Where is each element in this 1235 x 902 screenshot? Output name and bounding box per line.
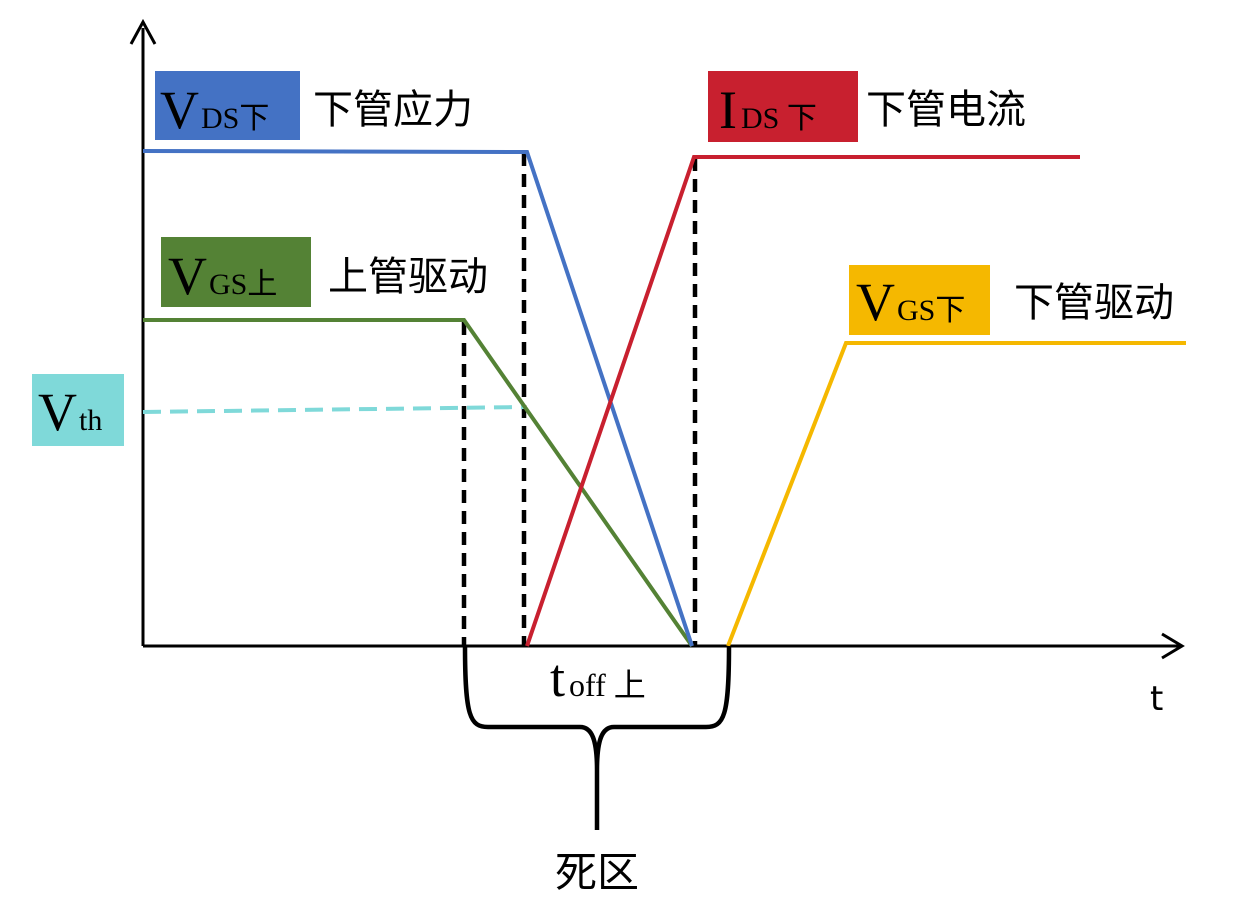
ids-lower-curve [525, 155, 1080, 647]
vds-label-desc: 下管应力 [313, 87, 473, 133]
vgs-lower-label-sub: GS下 [897, 294, 965, 327]
vgs-upper-curve [143, 318, 694, 648]
y-axis-arrow [129, 18, 157, 45]
vgs-lower-label-box [849, 265, 990, 335]
dead-zone-brace [462, 645, 732, 830]
vgs-lower-curve [726, 341, 1186, 647]
vgs-upper-label-group: VGS上 上管驱动 [161, 237, 488, 307]
vgs-upper-label-symbol: VGS上 [168, 246, 277, 306]
vds-label-box [155, 71, 300, 140]
axes [129, 18, 1185, 660]
ids-label-box [708, 71, 858, 142]
guide-lines [461, 153, 698, 646]
ids-label-sub: DS 下 [741, 102, 817, 135]
vth-label-main: V [38, 382, 77, 442]
x-axis-label: t [1150, 679, 1163, 719]
vth-label-symbol: Vth [38, 382, 102, 442]
dead-zone-label: 死区 [555, 848, 639, 897]
vth-label-box [32, 374, 124, 446]
vgs-lower-label-group: VGS下 下管驱动 [849, 265, 1174, 335]
vds-label-group: VDS下 下管应力 [155, 71, 473, 140]
ids-label-main: I [719, 80, 737, 140]
vgs-upper-label-box [161, 237, 311, 307]
vds-label-sub: DS下 [201, 102, 269, 135]
vgs-lower-label-symbol: VGS下 [856, 272, 965, 332]
x-axis-arrow [1161, 632, 1185, 660]
vth-label-group: Vth [32, 374, 124, 446]
vth-label-sub: th [79, 404, 102, 437]
vgs-upper-label-desc: 上管驱动 [328, 254, 488, 300]
vgs-upper-label-main: V [168, 246, 207, 306]
vds-label-main: V [160, 80, 199, 140]
vth-line [142, 405, 527, 414]
toff-label-sub: off 上 [569, 667, 646, 703]
vds-lower-curve [142, 149, 694, 647]
ids-label-desc: 下管电流 [866, 87, 1026, 133]
vgs-upper-label-sub: GS上 [209, 268, 277, 301]
vgs-lower-label-main: V [856, 272, 895, 332]
vgs-lower-label-desc: 下管驱动 [1014, 280, 1174, 326]
toff-label-main: t [550, 648, 565, 708]
vds-label-symbol: VDS下 [160, 80, 269, 140]
